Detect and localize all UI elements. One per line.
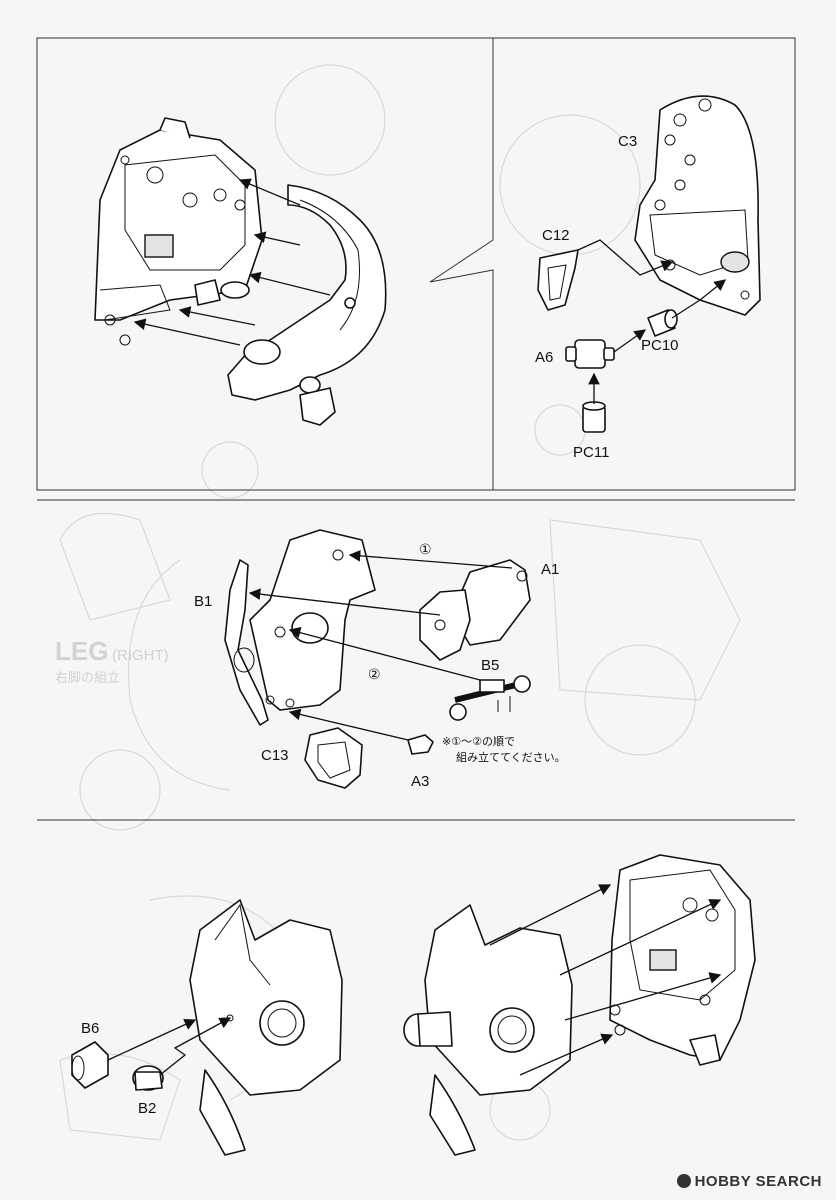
assembly-order-note-line2: 組み立ててください。: [456, 750, 566, 764]
step3-right-arrows: [489, 884, 722, 1076]
hobby-search-logo-icon: [676, 1174, 691, 1188]
label-b6: B6: [81, 1020, 99, 1037]
label-b2: B2: [138, 1100, 156, 1117]
part-b6: [71, 1041, 109, 1089]
label-c13: C13: [261, 747, 289, 764]
watermark-text: HOBBY SEARCH: [694, 1173, 822, 1190]
part-b1: [224, 559, 269, 726]
part-c13: [304, 727, 363, 789]
label-a3: A3: [411, 773, 429, 790]
assembly-order-note-line1: ※①～②の順で: [442, 735, 515, 748]
step1-arrows-right: [577, 239, 727, 404]
order-mark-2: ②: [368, 667, 381, 683]
part-a6: [565, 339, 615, 369]
part-b5: [449, 675, 531, 721]
step1-frame-assembly: [94, 117, 263, 346]
order-mark-1: ①: [419, 542, 432, 558]
label-a1: A1: [541, 561, 559, 578]
part-pc10: [647, 309, 678, 337]
part-c12: [537, 249, 579, 311]
step3-right-shell: [403, 904, 573, 1156]
step3-left-shell: [189, 899, 343, 1156]
step1-panel: [36, 37, 796, 491]
step1-outer-shell: [227, 184, 387, 426]
label-b1: B1: [194, 593, 212, 610]
step1-frame-left: [36, 37, 494, 491]
ghost-leg-title: LEG: [55, 636, 108, 666]
step2-arrows: [248, 550, 513, 741]
label-c12: C12: [542, 227, 570, 244]
step2-middle-piece: [419, 589, 471, 661]
part-a3: [407, 734, 434, 755]
label-pc11: PC11: [573, 444, 609, 461]
ghost-leg-subtitle: 右脚の組立: [55, 670, 120, 685]
ghost-leg-side: (RIGHT): [112, 647, 169, 664]
label-b5: B5: [481, 657, 499, 674]
label-a6: A6: [535, 349, 553, 366]
step3-right-frame: [609, 854, 756, 1066]
watermark: HOBBY SEARCH: [676, 1173, 822, 1190]
label-pc10: PC10: [641, 337, 679, 354]
label-c3: C3: [618, 133, 637, 150]
step1-arrows-left: [133, 178, 331, 346]
step2-main-shell: [249, 529, 376, 711]
part-c3: [634, 95, 761, 316]
part-pc11: [582, 401, 606, 433]
part-b2: [132, 1065, 164, 1091]
step3-left-arrows: [107, 1017, 232, 1076]
